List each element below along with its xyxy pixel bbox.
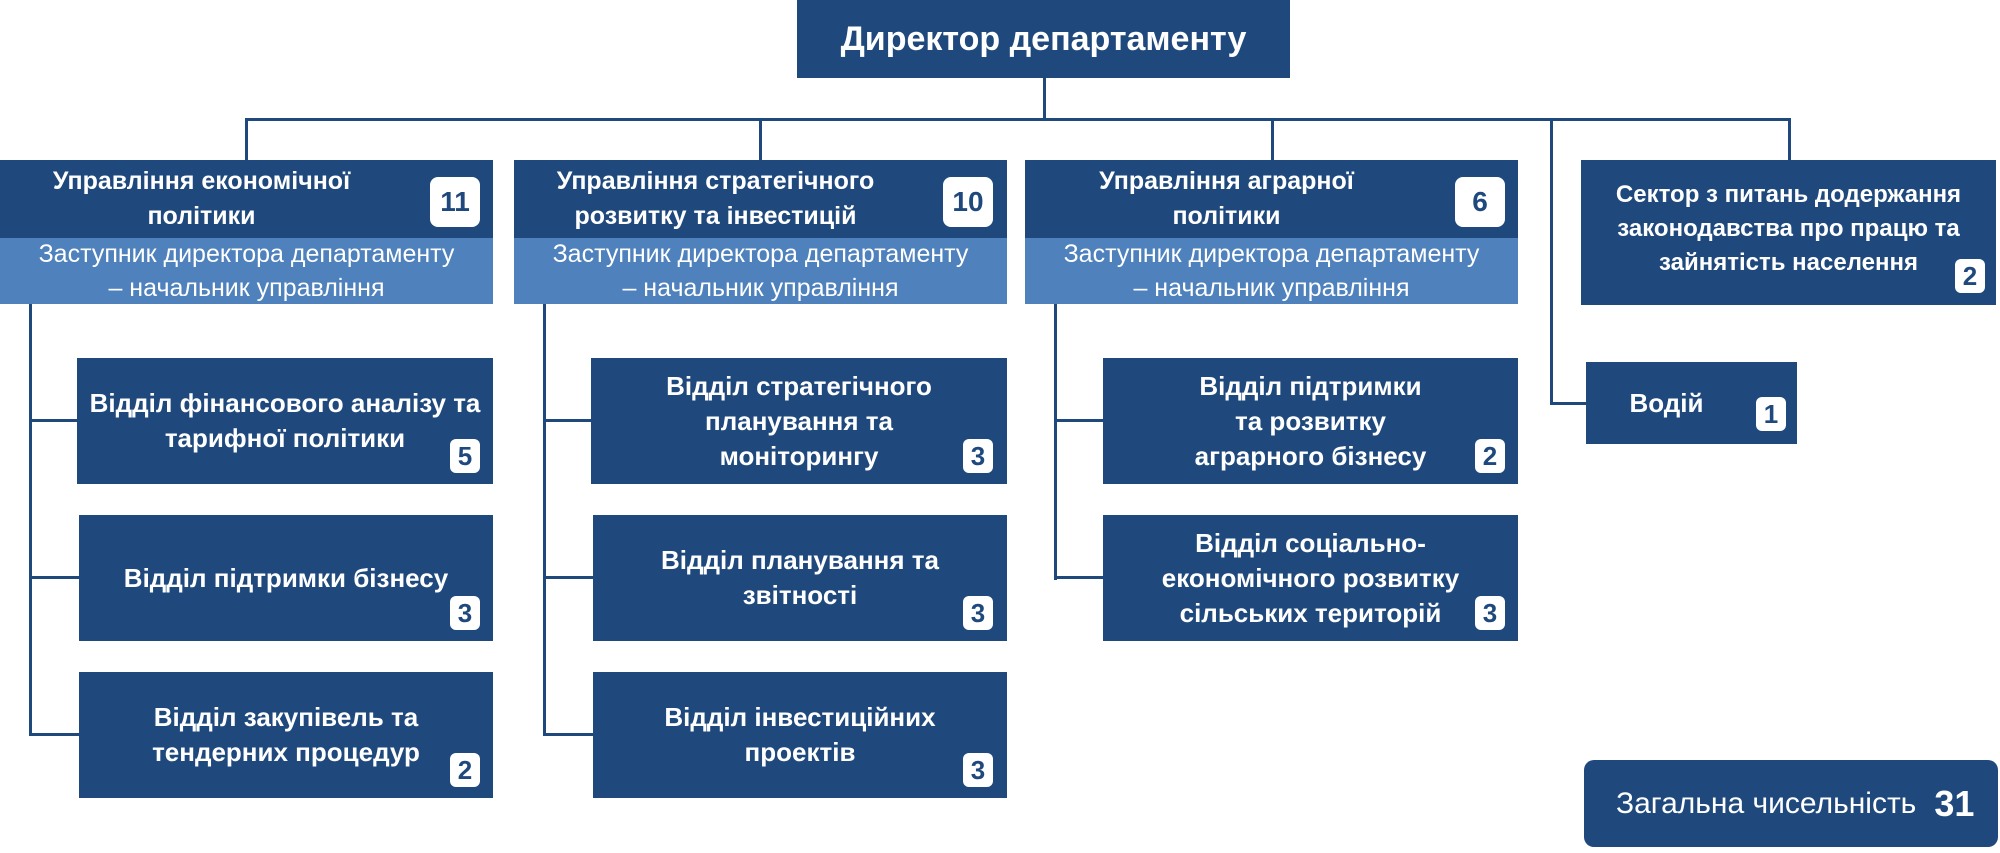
department-agrarian-header: Управління аграрної політики [1025,160,1518,238]
unit-planning-reporting-box: Відділ планування та звітності [593,515,1007,641]
connector-line [1550,118,1553,405]
connector-line [29,576,79,579]
count-badge: 6 [1455,177,1505,227]
connector-line [543,304,546,736]
count-badge: 2 [1955,259,1985,293]
count-badge: 11 [430,177,480,227]
count-badge: 5 [450,439,480,473]
connector-line [1054,576,1103,579]
unit-agrarian-business-box: Відділ підтримки та розвитку аграрного б… [1103,358,1518,484]
unit-financial-analysis-box: Відділ фінансового аналізу та тарифної п… [77,358,493,484]
connector-line [1043,78,1046,121]
unit-rural-development-box: Відділ соціально- економічного розвитку … [1103,515,1518,641]
deputy-label: Заступник директора департаменту – начал… [0,238,493,304]
connector-line [245,118,248,160]
connector-line [543,733,593,736]
total-headcount-box: Загальна чисельність 31 [1584,760,1998,847]
count-badge: 2 [1475,439,1505,473]
sector-labor-box: Сектор з питань додержання законодавства… [1581,160,1996,305]
connector-line [759,118,762,160]
department-title: Управління аграрної політики [1099,167,1354,230]
total-value: 31 [1934,782,1975,824]
unit-title: Відділ підтримки бізнесу [123,562,449,593]
count-badge: 2 [450,753,480,787]
unit-title: Відділ підтримки та розвитку аграрного б… [1194,370,1427,471]
count-badge: 3 [963,439,993,473]
unit-title: Відділ інвестиційних проектів [664,702,936,767]
count-badge: 1 [1756,397,1786,431]
connector-line [1054,304,1057,580]
unit-strategic-planning-box: Відділ стратегічного планування та моніт… [591,358,1007,484]
sector-title: Сектор з питань додержання законодавства… [1615,180,1962,276]
count-badge: 3 [963,753,993,787]
connector-line [543,419,591,422]
unit-title: Відділ закупівель та тендерних процедур [152,702,420,767]
count-badge: 3 [1475,596,1505,630]
connector-line [29,419,77,422]
connector-line [1054,419,1103,422]
department-strategic-header: Управління стратегічного розвитку та інв… [514,160,1007,238]
unit-procurement-box: Відділ закупівель та тендерних процедур [79,672,493,798]
count-badge: 3 [963,596,993,630]
director-box: Директор департаменту [797,0,1290,78]
connector-line [1550,402,1587,405]
count-badge: 10 [943,177,993,227]
count-badge: 3 [450,596,480,630]
department-title: Управління економічної політики [52,167,351,230]
connector-line [29,733,79,736]
unit-title: Відділ стратегічного планування та моніт… [666,370,932,471]
director-title: Директор департаменту [840,19,1247,58]
connector-line [1788,118,1791,160]
department-economic-header: Управління економічної політики [0,160,493,238]
department-title: Управління стратегічного розвитку та інв… [556,167,875,230]
unit-business-support-box: Відділ підтримки бізнесу [79,515,493,641]
deputy-label: Заступник директора департаменту – начал… [1025,238,1518,304]
unit-title: Відділ фінансового аналізу та тарифної п… [89,388,481,453]
driver-title: Водій [1629,387,1704,418]
connector-line [29,304,32,736]
connector-line [1271,118,1274,160]
connector-line [543,576,593,579]
deputy-label: Заступник директора департаменту – начал… [514,238,1007,304]
unit-investment-projects-box: Відділ інвестиційних проектів [593,672,1007,798]
unit-title: Відділ соціально- економічного розвитку … [1161,527,1460,628]
total-label: Загальна чисельність [1616,786,1917,820]
unit-title: Відділ планування та звітності [661,545,939,610]
connector-line [245,118,1791,121]
